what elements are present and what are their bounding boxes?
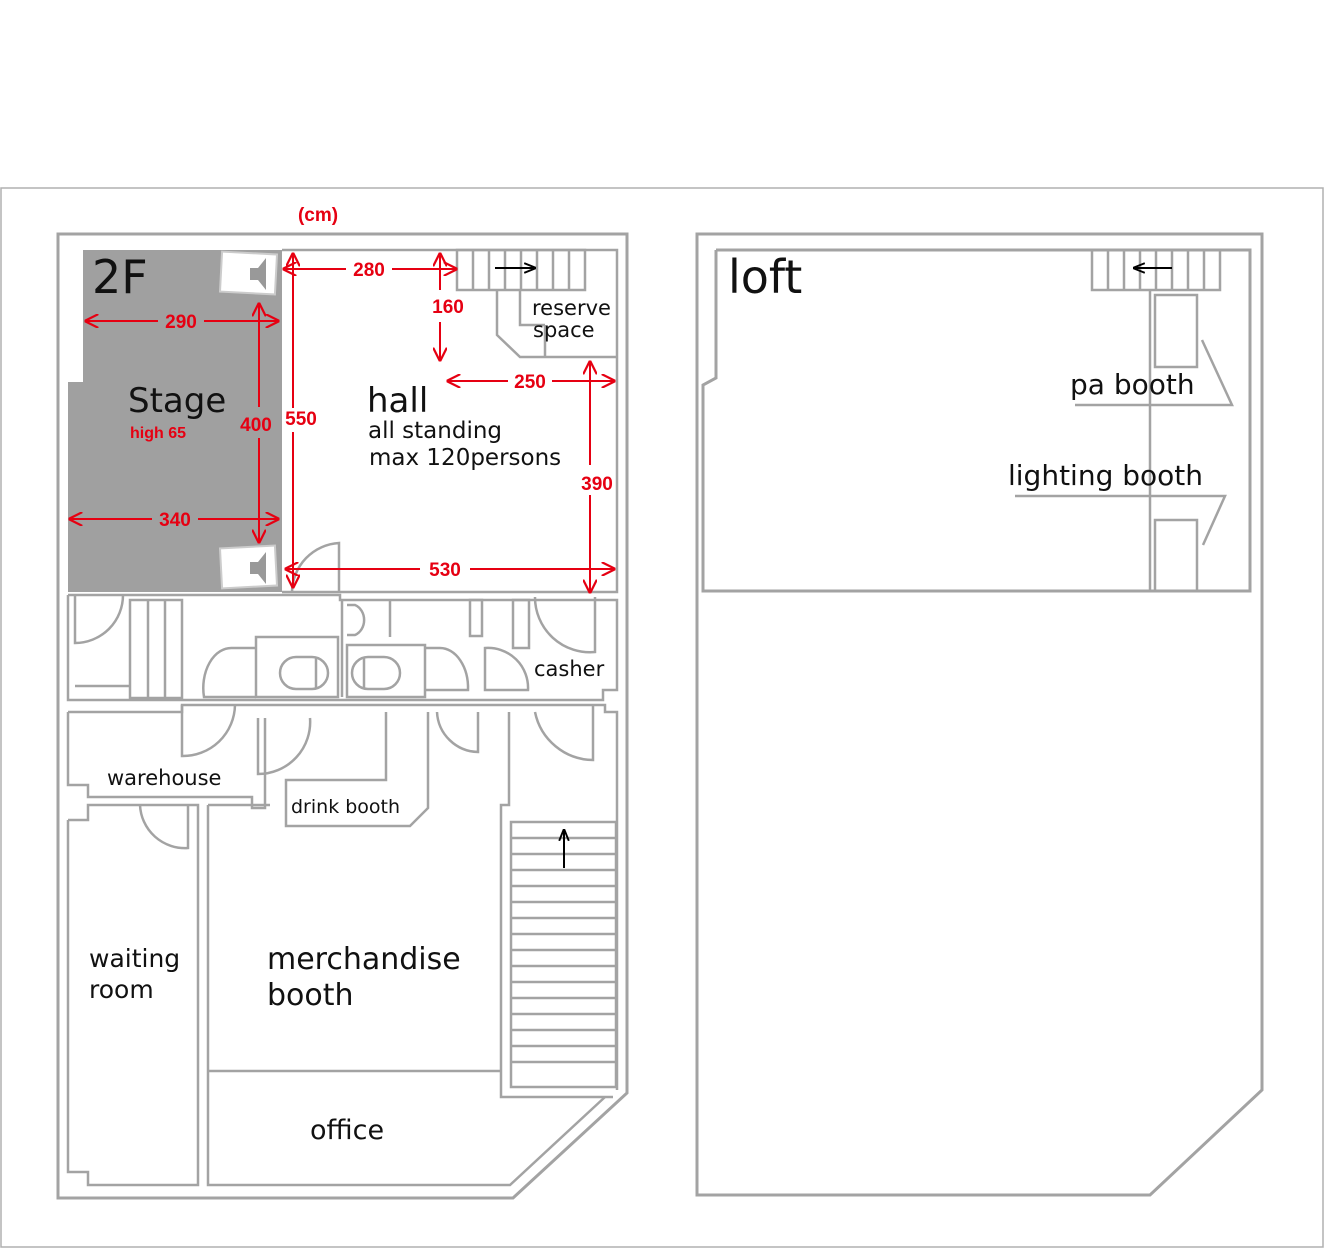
speaker-icon [218, 250, 279, 296]
stairs-top [455, 248, 587, 292]
casher-label: casher [534, 657, 605, 681]
waiting-room-label: waiting [89, 944, 180, 973]
dimension-lines [70, 254, 614, 592]
door-icon [290, 541, 341, 593]
floor-2f: 280 160 290 250 400 550 390 340 530 2F S… [56, 232, 629, 1200]
waiting-room-label-2: room [89, 975, 154, 1004]
hall-capacity: max 120persons [369, 445, 561, 471]
floor-title: 2F [92, 250, 148, 304]
dim-340: 340 [159, 510, 191, 531]
dim-280: 280 [353, 260, 385, 281]
dim-290: 290 [165, 312, 197, 333]
hall-label: hall [367, 381, 428, 421]
speaker-icon [218, 544, 279, 590]
drink-booth-label: drink booth [291, 796, 400, 818]
warehouse-label: warehouse [107, 766, 221, 790]
pa-booth-label: pa booth [1070, 368, 1195, 401]
loft-wall [701, 248, 1252, 593]
dim-250: 250 [514, 372, 546, 393]
loft-outer-wall [695, 232, 1264, 1197]
reserve-label-2: space [533, 318, 595, 342]
dim-400: 400 [240, 415, 272, 436]
stage-area [68, 250, 282, 592]
dim-550: 550 [285, 409, 317, 430]
reserve-wall [495, 290, 617, 359]
lighting-booth-label: lighting booth [1008, 459, 1203, 492]
dim-160: 160 [432, 297, 464, 318]
frame [0, 187, 1324, 1248]
reserve-label: reserve [532, 296, 611, 320]
loft-stairs [1090, 248, 1222, 292]
floor-loft: loft pa booth lighting booth [695, 232, 1264, 1197]
merch-booth-label-2: booth [267, 978, 354, 1013]
lower-rooms [66, 593, 619, 1187]
dim-530: 530 [429, 560, 461, 581]
stage-height: high 65 [130, 425, 186, 442]
merch-booth-label: merchandise [267, 942, 461, 977]
outer-wall [56, 232, 629, 1200]
office-label: office [310, 1115, 384, 1146]
loft-title: loft [728, 250, 802, 304]
stage-label: Stage [128, 381, 226, 421]
hall-wall [282, 248, 619, 594]
hall-standing: all standing [368, 418, 502, 444]
unit-label: (cm) [298, 205, 338, 226]
dim-390: 390 [581, 474, 613, 495]
stairs-main [509, 820, 618, 1089]
